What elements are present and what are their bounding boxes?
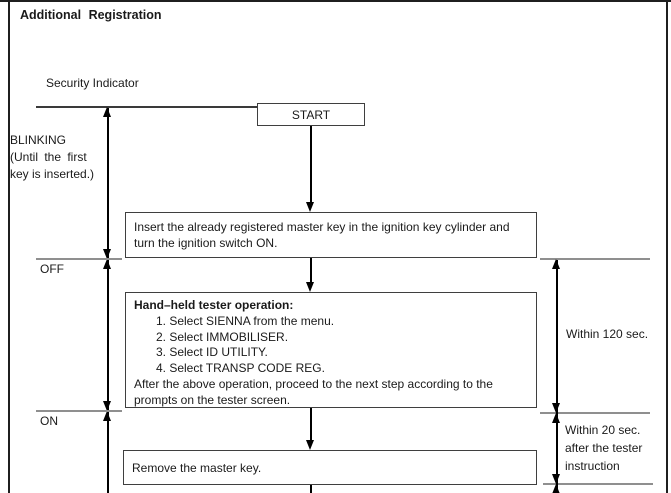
arrowhead-up-icon — [552, 413, 560, 423]
tester-step4: 4. Select TRANSP CODE REG. — [156, 361, 325, 376]
insert-key-line2: turn the ignition switch ON. — [134, 236, 278, 250]
frame-right-border — [666, 0, 668, 493]
tester-step2: 2. Select IMMOBILISER. — [156, 329, 289, 344]
flow-line-tester-to-remove — [310, 408, 312, 441]
arrowhead-down-icon — [103, 401, 111, 411]
flow-arrowhead-down-icon — [306, 440, 314, 450]
arrowhead-down-icon — [103, 249, 111, 259]
flow-arrowhead-down-icon — [306, 202, 314, 212]
frame-top-border — [0, 0, 671, 2]
tester-after2: prompts on the tester screen. — [134, 392, 291, 407]
process-box-remove-key: Remove the master key. — [123, 450, 537, 485]
arrowhead-up-icon — [103, 411, 111, 421]
state-label-on: ON — [40, 414, 58, 428]
process-box-tester: Hand–held tester operation: 1. Select SI… — [125, 292, 537, 408]
right-reference-line-bottom — [543, 483, 653, 485]
security-indicator-line — [36, 106, 257, 108]
start-node-label: START — [291, 107, 331, 122]
flow-arrowhead-down-icon — [306, 282, 314, 292]
start-node: START — [257, 103, 365, 126]
on-reference-line — [36, 410, 122, 412]
frame-left-border — [8, 0, 10, 493]
timing-label-20sec: Within 20 sec. after the tester instruct… — [565, 421, 642, 475]
tester-step3: 3. Select ID UTILITY. — [156, 345, 268, 360]
tester-after1: After the above operation, proceed to th… — [134, 376, 493, 391]
blinking-line3: key is inserted.) — [10, 167, 95, 181]
timing-20sec-line3: instruction — [565, 459, 620, 473]
arrowhead-up-icon — [552, 484, 560, 493]
left-dimension-line — [107, 108, 109, 493]
flow-line-insert-to-tester — [310, 258, 312, 284]
tester-step1: 1. Select SIENNA from the menu. — [156, 313, 335, 328]
right-dimension-line — [556, 260, 558, 493]
flow-line-start-to-insert — [310, 126, 312, 203]
arrowhead-up-icon — [103, 107, 111, 117]
remove-key-line1: Remove the master key. — [132, 460, 262, 475]
flow-line-continuation — [310, 485, 312, 493]
security-indicator-label: Security Indicator — [46, 76, 139, 90]
timing-label-120sec: Within 120 sec. — [566, 327, 649, 341]
blinking-line1: BLINKING — [10, 133, 67, 147]
arrowhead-down-icon — [552, 403, 560, 413]
page-title: Additional Registration — [20, 8, 162, 22]
arrowhead-down-icon — [552, 474, 560, 484]
timing-20sec-line2: after the tester — [565, 441, 643, 455]
right-reference-line-middle — [540, 412, 650, 414]
insert-key-line1: Insert the already registered master key… — [134, 220, 510, 234]
timing-20sec-line1: Within 20 sec. — [565, 423, 641, 437]
state-label-off: OFF — [40, 262, 64, 276]
arrowhead-up-icon — [552, 259, 560, 269]
off-reference-line — [36, 258, 122, 260]
process-box-insert-key: Insert the already registered master key… — [125, 212, 537, 258]
arrowhead-up-icon — [103, 259, 111, 269]
right-reference-line-top — [540, 258, 650, 260]
tester-heading: Hand–held tester operation: — [134, 298, 294, 312]
state-label-blinking: BLINKING (Until the first key is inserte… — [10, 132, 94, 183]
blinking-line2: (Until the first — [10, 150, 87, 164]
